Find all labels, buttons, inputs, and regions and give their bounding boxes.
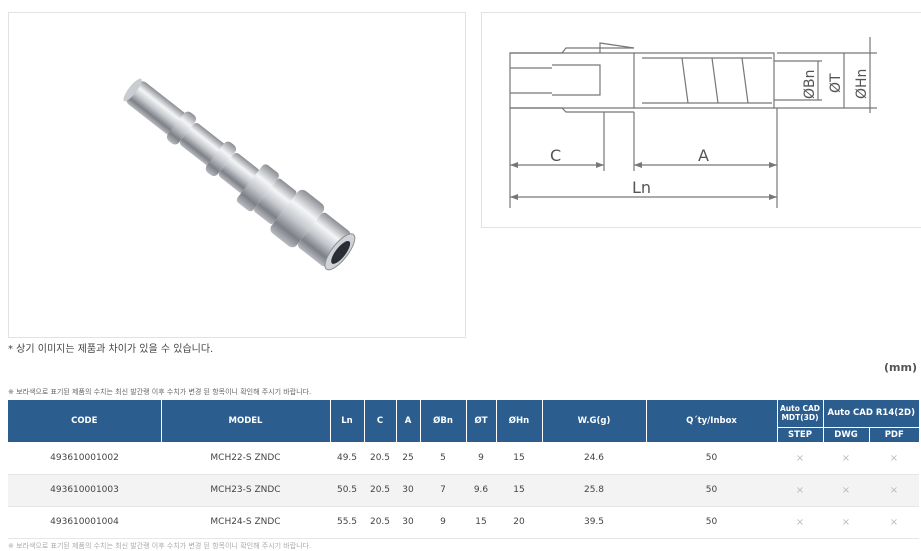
header-step: STEP: [777, 427, 824, 443]
step-download-icon[interactable]: ×: [777, 442, 823, 475]
table-row: 493610001004 MCH24-S ZNDC 55.5 20.5 30 9…: [8, 506, 919, 539]
header-dwg: DWG: [823, 427, 870, 443]
spec-table: CODE MODEL Ln C A ØBn ØT ØHn W.G(g) Q´ty…: [8, 400, 919, 539]
cell-qty: 50: [646, 474, 777, 507]
cell-qty: 50: [646, 442, 777, 475]
header-hn: ØHn: [496, 400, 543, 443]
dwg-download-icon[interactable]: ×: [823, 474, 869, 507]
header-bn: ØBn: [420, 400, 467, 443]
header-pdf: PDF: [869, 427, 919, 443]
bottom-disclaimer: ※ 보라색으로 표기된 제품의 수치는 최신 발간랭 이후 수치가 변경 된 항…: [8, 542, 312, 550]
cell-bn: 9: [420, 506, 466, 539]
header-autocad-2d: Auto CAD R14(2D): [823, 400, 919, 428]
pdf-download-icon[interactable]: ×: [869, 506, 919, 539]
dwg-download-icon[interactable]: ×: [823, 506, 869, 539]
product-photo-panel: [8, 12, 466, 338]
cell-model: MCH24-S ZNDC: [161, 506, 330, 539]
cell-c: 20.5: [364, 474, 396, 507]
dwg-download-icon[interactable]: ×: [823, 442, 869, 475]
cell-bn: 5: [420, 442, 466, 475]
cell-code: 493610001003: [8, 474, 161, 507]
table-disclaimer: ※ 보라색으로 표기된 제품의 수치는 최신 발간랭 이후 수치가 변경 된 항…: [8, 388, 312, 396]
image-disclaimer: * 상기 이미지는 제품과 차이가 있을 수 있습니다.: [8, 344, 214, 355]
step-download-icon[interactable]: ×: [777, 474, 823, 507]
header-t: ØT: [466, 400, 497, 443]
cell-model: MCH22-S ZNDC: [161, 442, 330, 475]
cell-hn: 15: [496, 474, 542, 507]
header-ln: Ln: [330, 400, 365, 443]
cell-code: 493610001004: [8, 506, 161, 539]
step-download-icon[interactable]: ×: [777, 506, 823, 539]
cell-t: 15: [466, 506, 496, 539]
header-a: A: [396, 400, 421, 443]
table-row: 493610001003 MCH23-S ZNDC 50.5 20.5 30 7…: [8, 474, 919, 507]
cell-c: 20.5: [364, 442, 396, 475]
cell-t: 9: [466, 442, 496, 475]
dimension-drawing: C A Ln ØBn ØT ØHn: [509, 37, 877, 208]
cell-t: 9.6: [466, 474, 496, 507]
cell-c: 20.5: [364, 506, 396, 539]
pdf-download-icon[interactable]: ×: [869, 442, 919, 475]
cell-ln: 49.5: [330, 442, 364, 475]
cell-ln: 55.5: [330, 506, 364, 539]
dim-t-label: ØT: [828, 73, 844, 93]
dim-bn-label: ØBn: [802, 70, 818, 100]
header-autocad-3d: Auto CAD MDT(3D): [777, 400, 824, 428]
header-c: C: [364, 400, 397, 443]
dimension-drawing-panel: C A Ln ØBn ØT ØHn: [481, 12, 921, 228]
header-qty: Q´ty/Inbox: [646, 400, 778, 443]
cell-code: 493610001002: [8, 442, 161, 475]
header-code: CODE: [8, 400, 162, 443]
cell-weight: 25.8: [542, 474, 646, 507]
cell-bn: 7: [420, 474, 466, 507]
cell-a: 30: [396, 474, 420, 507]
header-model: MODEL: [161, 400, 331, 443]
cell-a: 25: [396, 442, 420, 475]
cell-weight: 24.6: [542, 442, 646, 475]
table-row: 493610001002 MCH22-S ZNDC 49.5 20.5 25 5…: [8, 442, 919, 475]
cell-model: MCH23-S ZNDC: [161, 474, 330, 507]
pdf-download-icon[interactable]: ×: [869, 474, 919, 507]
dim-ln-label: Ln: [632, 178, 651, 197]
cell-hn: 20: [496, 506, 542, 539]
cell-a: 30: [396, 506, 420, 539]
product-photo: [123, 78, 356, 271]
dim-hn-label: ØHn: [854, 69, 870, 99]
cell-hn: 15: [496, 442, 542, 475]
header-weight: W.G(g): [542, 400, 647, 443]
cell-qty: 50: [646, 506, 777, 539]
cell-ln: 50.5: [330, 474, 364, 507]
unit-label: (mm): [884, 361, 917, 374]
cell-weight: 39.5: [542, 506, 646, 539]
dim-c-label: C: [550, 146, 561, 165]
dim-a-label: A: [698, 146, 709, 165]
